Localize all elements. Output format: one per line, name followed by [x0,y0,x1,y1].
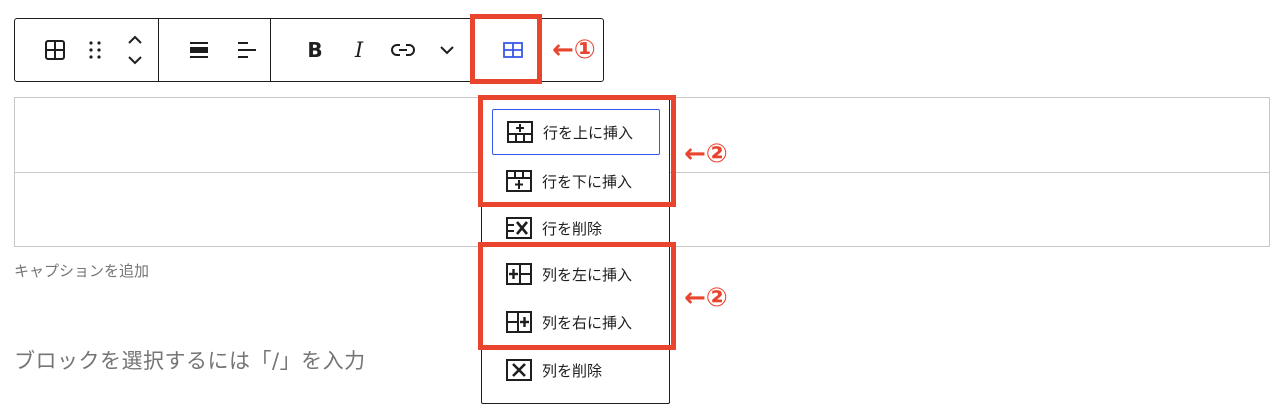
bold-button[interactable]: B [307,38,323,62]
toolbar-group-align [159,19,271,81]
table-column-delete-icon [506,359,532,381]
table-block-button[interactable] [35,28,75,72]
align-button[interactable] [179,28,219,72]
text-align-left-icon [238,42,256,58]
highlight-edit-table-button [470,14,542,84]
menu-item-delete-row[interactable]: 行を削除 [492,205,660,251]
table-column-before-icon [506,263,532,285]
annotation-step-1: ←① [552,35,596,65]
menu-item-insert-row-after[interactable]: 行を下に挿入 [492,158,660,204]
align-icon [190,42,208,58]
drag-handle-button[interactable] [75,28,115,72]
chevron-down-icon [440,46,454,55]
annotation-step-2-rows: ←② [684,139,728,169]
menu-item-label: 列を削除 [542,361,603,380]
link-button[interactable] [381,28,425,72]
move-up-down-button[interactable] [115,28,155,72]
table-caption-placeholder[interactable]: キャプションを追加 [14,262,150,280]
italic-button[interactable]: I [354,38,364,62]
menu-item-label: 列を左に挿入 [542,265,633,284]
toolbar-group-format: B I [271,19,603,81]
table-column-after-icon [506,311,532,333]
menu-item-insert-row-before[interactable]: 行を上に挿入 [492,109,660,155]
edit-table-menu: 行を上に挿入 行を下に挿入 行を削除 [481,97,670,404]
menu-item-insert-column-after[interactable]: 列を右に挿入 [492,299,660,345]
text-align-button[interactable] [227,28,267,72]
more-options-button[interactable] [425,28,469,72]
move-up-down-icon [128,35,142,65]
table-row-before-icon [507,121,533,143]
table-row-after-icon [506,170,532,192]
toolbar-group-block [15,19,159,81]
menu-item-label: 行を上に挿入 [543,123,634,142]
menu-item-delete-column[interactable]: 列を削除 [492,347,660,393]
table-icon [45,40,65,60]
menu-item-label: 列を右に挿入 [542,313,633,332]
table-row-delete-icon [506,217,532,239]
block-placeholder[interactable]: ブロックを選択するには「/」を入力 [14,349,366,373]
drag-handle-icon [89,41,101,59]
table-edit-icon [503,42,523,58]
menu-item-label: 行を下に挿入 [542,172,633,191]
highlight-row-insert-items [478,95,676,207]
highlight-column-insert-items [478,242,676,350]
menu-item-label: 行を削除 [542,219,603,238]
annotation-step-2-columns: ←② [684,283,728,313]
menu-item-insert-column-before[interactable]: 列を左に挿入 [492,251,660,297]
link-icon [391,44,415,56]
block-toolbar: B I [14,18,604,82]
edit-table-button[interactable] [485,28,541,72]
